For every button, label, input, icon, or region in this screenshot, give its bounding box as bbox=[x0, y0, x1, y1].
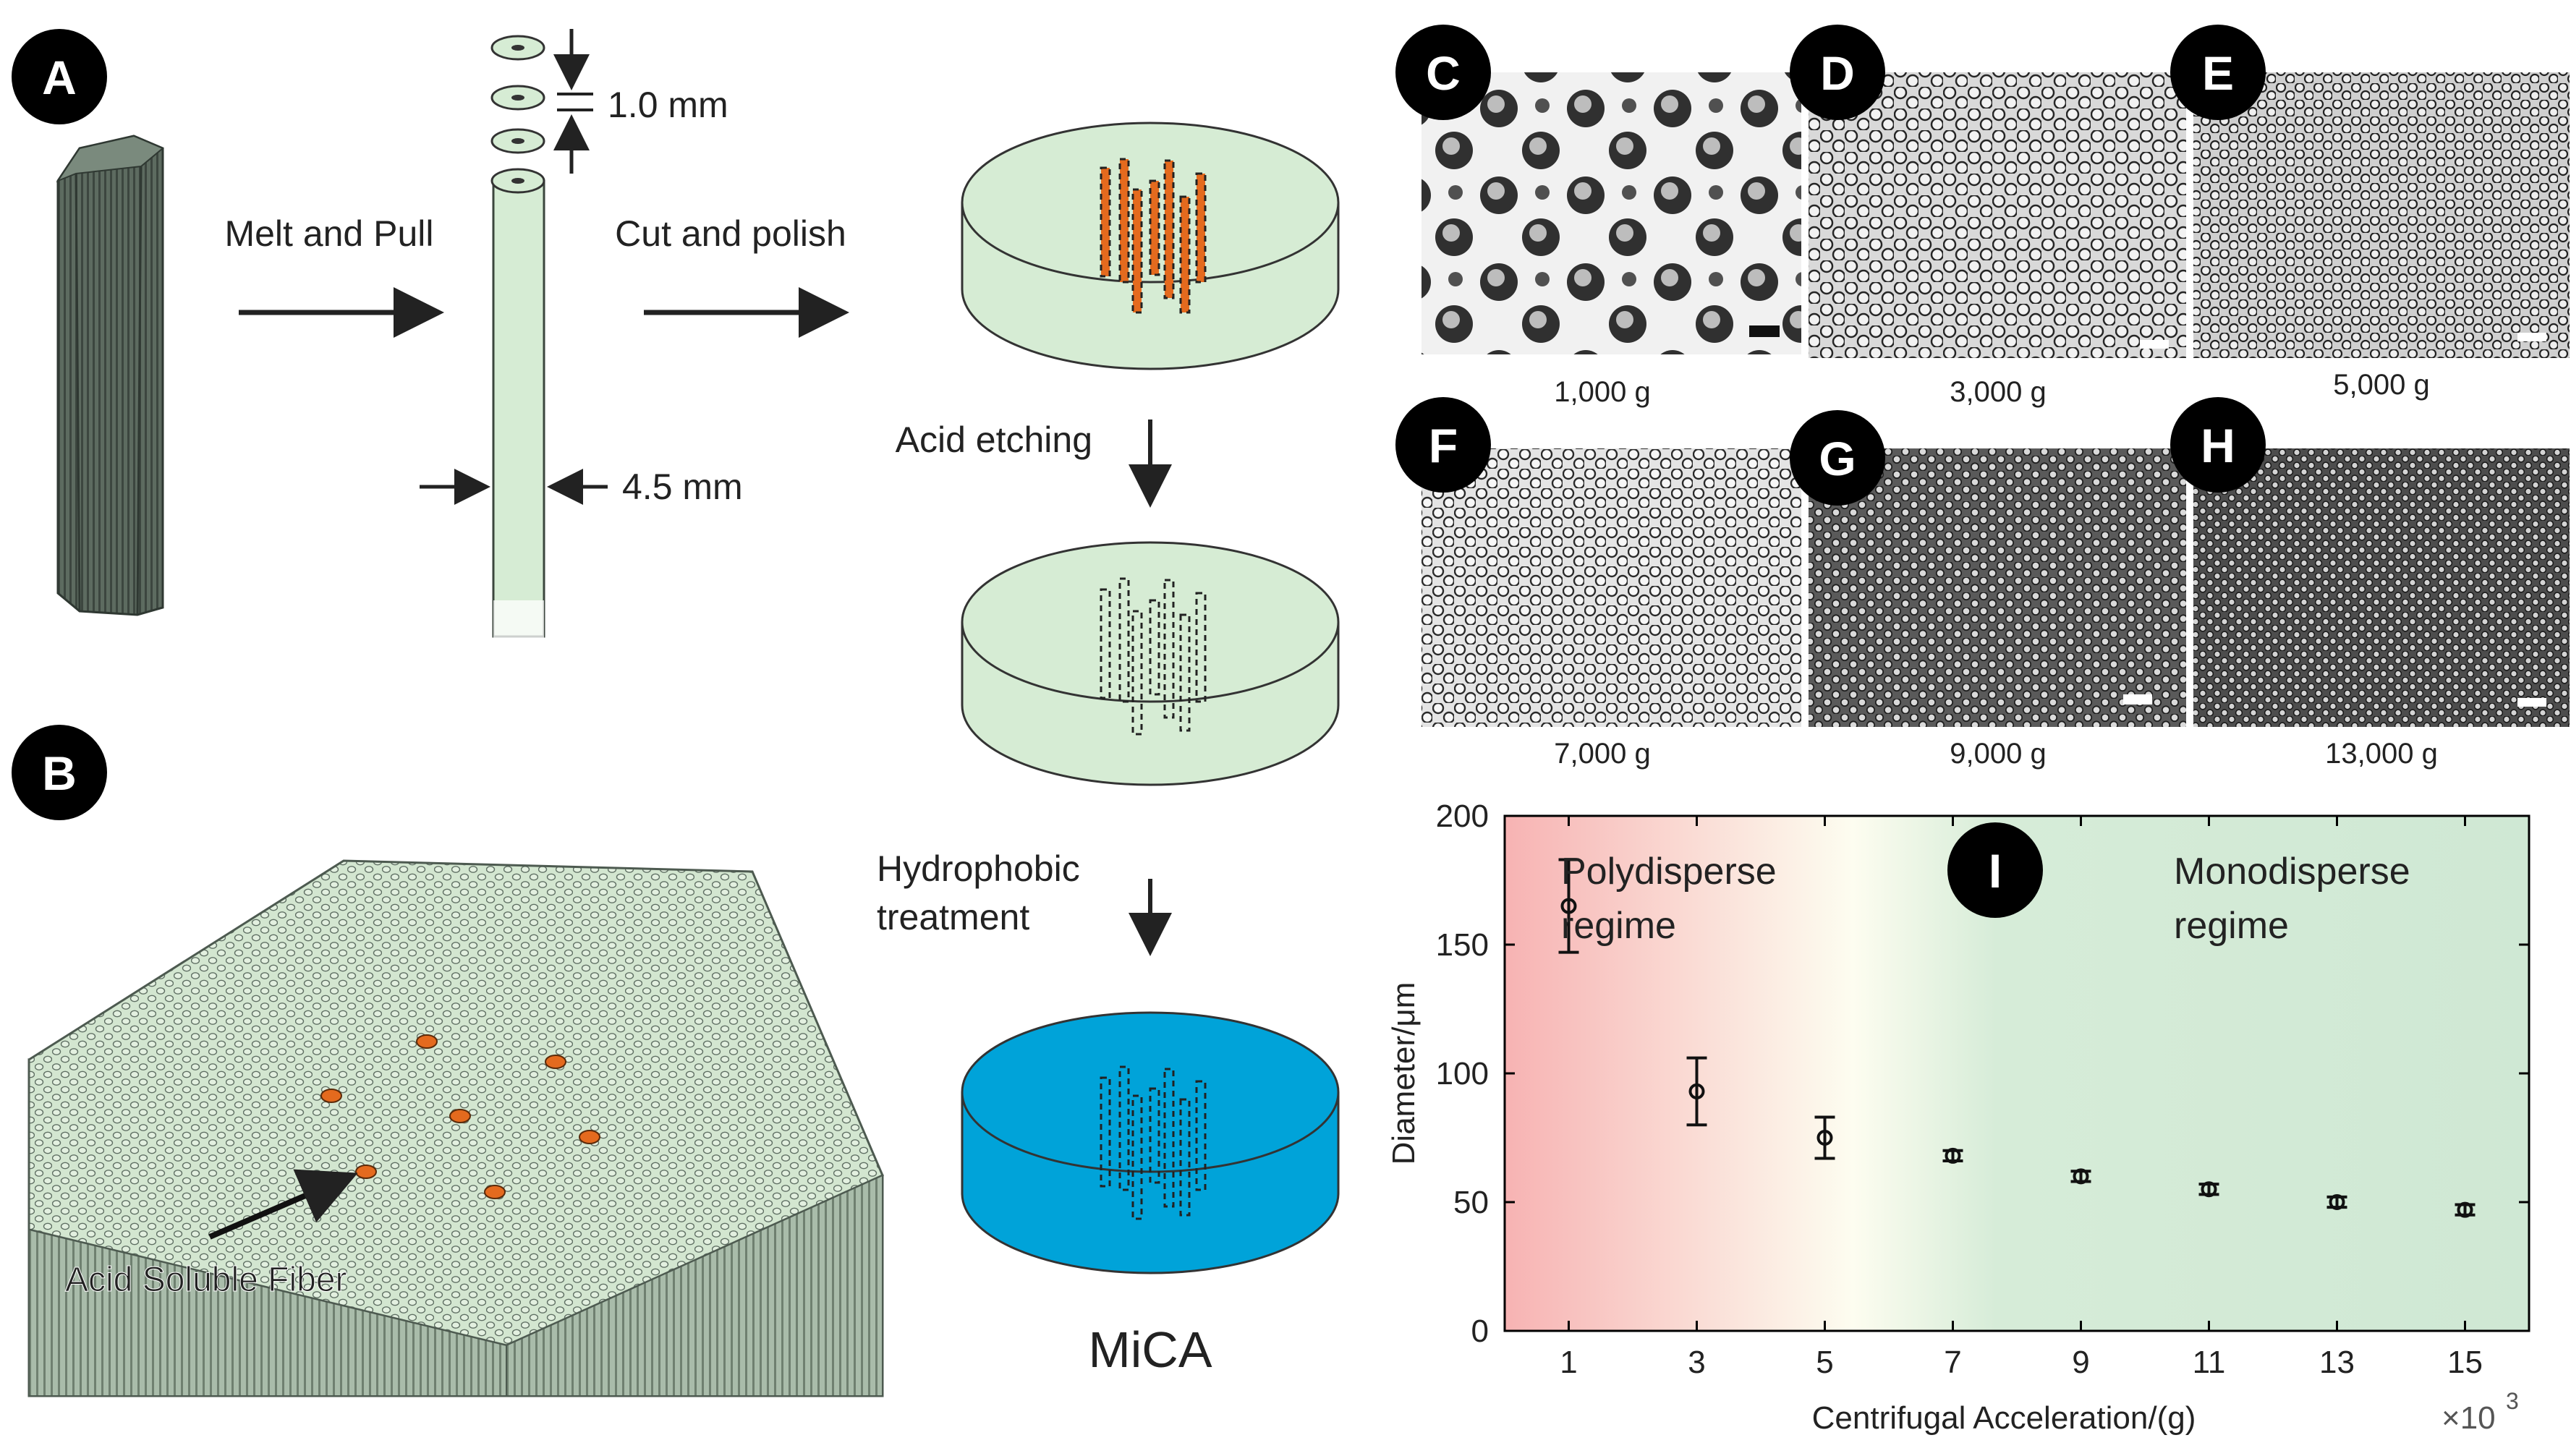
micrograph-f-letter: F bbox=[1429, 419, 1458, 472]
data-point bbox=[1942, 1147, 1963, 1164]
data-point bbox=[2198, 1181, 2219, 1198]
data-marker bbox=[1945, 1147, 1961, 1164]
step-hydro-line2: treatment bbox=[877, 897, 1029, 937]
data-marker bbox=[2329, 1194, 2345, 1210]
x-tick-label: 11 bbox=[2193, 1345, 2226, 1380]
data-point bbox=[2455, 1201, 2476, 1218]
x-multiplier-label: ×10 bbox=[2442, 1400, 2496, 1436]
y-tick-label: 50 bbox=[1453, 1185, 1489, 1220]
data-point bbox=[1686, 1056, 1707, 1127]
x-tick-label: 7 bbox=[1944, 1345, 1961, 1380]
mica-label: MiCA bbox=[1088, 1321, 1212, 1378]
panel-b-badge: B bbox=[12, 725, 107, 820]
panel-a: A Melt and Pull bbox=[12, 29, 1340, 1378]
x-tick-label: 3 bbox=[1688, 1345, 1705, 1380]
mono-regime-line2: regime bbox=[2174, 905, 2289, 947]
cut-discs bbox=[490, 35, 545, 194]
x-tick-label: 15 bbox=[2447, 1345, 2483, 1380]
y-tick-label: 0 bbox=[1471, 1314, 1489, 1349]
micrograph-h-caption: 13,000 g bbox=[2325, 738, 2438, 770]
y-axis-label: Diameter/μm bbox=[1386, 982, 1422, 1165]
fibers-mica bbox=[1100, 1065, 1207, 1220]
micrograph-g-letter: G bbox=[1819, 432, 1856, 485]
micrograph-d-letter: D bbox=[1820, 46, 1855, 100]
data-marker bbox=[1688, 1083, 1705, 1099]
step-acid-label: Acid etching bbox=[896, 420, 1092, 460]
data-point bbox=[1558, 858, 1579, 954]
step-cut-label: Cut and polish bbox=[615, 213, 846, 254]
x-tick-label: 9 bbox=[2072, 1345, 2089, 1380]
data-marker bbox=[1560, 898, 1577, 914]
data-marker bbox=[2073, 1168, 2089, 1185]
micrograph-h-letter: H bbox=[2201, 419, 2235, 472]
micrograph-g-caption: 9,000 g bbox=[1950, 738, 2046, 770]
pulled-fiber bbox=[492, 179, 545, 644]
thickness-label: 1.0 mm bbox=[608, 85, 728, 125]
micrograph-f-caption: 7,000 g bbox=[1554, 738, 1650, 770]
panel-b-letter: B bbox=[42, 746, 77, 800]
mono-regime-line1: Monodisperse bbox=[2174, 851, 2410, 893]
micrograph-d: D 3,000 g bbox=[1790, 25, 2186, 408]
step-hydro-line1: Hydrophobic bbox=[877, 848, 1080, 889]
data-marker bbox=[1816, 1130, 1833, 1146]
poly-regime-line1: Polydisperse bbox=[1561, 851, 1777, 893]
micrograph-f: F 7,000 g bbox=[1395, 397, 1801, 770]
panel-i-badge: I bbox=[1947, 822, 2043, 918]
fibers-orange bbox=[1100, 158, 1207, 314]
data-point bbox=[1814, 1115, 1835, 1160]
x-tick-label: 1 bbox=[1560, 1345, 1577, 1380]
micrograph-g: G 9,000 g bbox=[1790, 410, 2186, 770]
data-point bbox=[2326, 1194, 2347, 1210]
diameter-dimension: 4.5 mm bbox=[420, 467, 743, 507]
y-tick-label: 200 bbox=[1436, 799, 1489, 834]
x-tick-label: 13 bbox=[2319, 1345, 2355, 1380]
acid-soluble-fibers bbox=[320, 1034, 600, 1199]
diameter-label: 4.5 mm bbox=[622, 467, 743, 507]
fiber-bundle bbox=[27, 859, 884, 1397]
micrograph-c: C 1,000 g bbox=[1395, 25, 1801, 408]
data-point bbox=[2070, 1168, 2091, 1185]
panel-b: B Acid Soluble Fiber bbox=[12, 725, 884, 1397]
micrograph-c-letter: C bbox=[1426, 46, 1461, 100]
preform-rod bbox=[56, 135, 164, 616]
data-marker bbox=[2201, 1181, 2217, 1198]
marks-layer bbox=[1558, 858, 2476, 1218]
y-tick-label: 150 bbox=[1436, 927, 1489, 963]
micrograph-d-caption: 3,000 g bbox=[1950, 376, 2046, 408]
micrograph-e: E 5,000 g bbox=[2170, 25, 2570, 401]
poly-regime-line2: regime bbox=[1561, 905, 1676, 947]
micrograph-h: H 13,000 g bbox=[2170, 397, 2570, 770]
disc-etched bbox=[961, 541, 1340, 786]
micrograph-e-letter: E bbox=[2202, 46, 2234, 100]
x-tick-label: 5 bbox=[1816, 1345, 1833, 1380]
x-axis-label: Centrifugal Acceleration/(g) bbox=[1812, 1400, 2196, 1436]
data-marker bbox=[2457, 1201, 2473, 1218]
panel-a-badge: A bbox=[12, 29, 107, 124]
disc-mica bbox=[961, 1011, 1340, 1274]
fiber-pointer-arrow bbox=[208, 1169, 358, 1240]
thickness-dimension: 1.0 mm bbox=[553, 29, 728, 174]
fibers-etched bbox=[1100, 577, 1207, 736]
fiber-label: Acid Soluble Fiber bbox=[65, 1261, 347, 1299]
y-tick-label: 100 bbox=[1436, 1056, 1489, 1091]
panel-a-letter: A bbox=[42, 51, 77, 104]
step-melt-label: Melt and Pull bbox=[224, 213, 433, 254]
micrograph-e-caption: 5,000 g bbox=[2333, 369, 2429, 401]
panel-i-letter: I bbox=[1989, 844, 2002, 898]
disc-polished bbox=[961, 122, 1340, 370]
x-multiplier-exponent: 3 bbox=[2506, 1388, 2519, 1414]
micrograph-c-caption: 1,000 g bbox=[1554, 376, 1650, 408]
